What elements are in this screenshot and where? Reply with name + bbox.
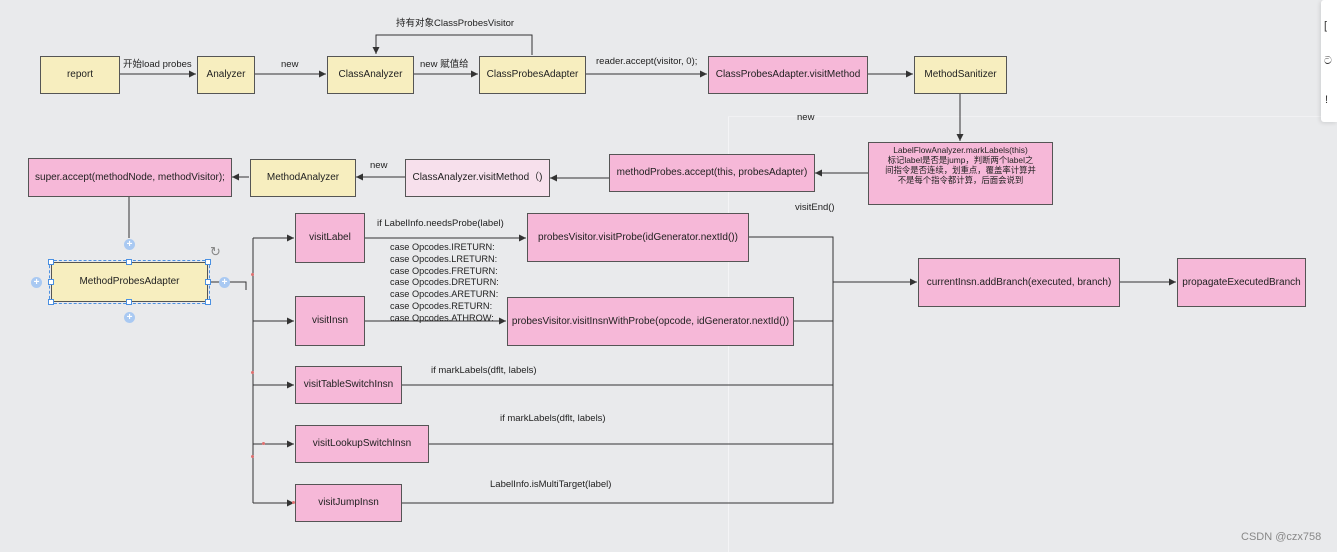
node-visit-lookup-switch[interactable]: visitLookupSwitchInsn bbox=[295, 425, 429, 463]
resize-handle[interactable] bbox=[126, 299, 132, 305]
rotate-icon[interactable]: ↻ bbox=[210, 244, 221, 259]
edge-holds-visitor bbox=[372, 34, 533, 55]
node-label: Analyzer bbox=[206, 69, 246, 81]
connection-point bbox=[292, 501, 295, 504]
node-label: visitLabel bbox=[309, 232, 351, 244]
edge-label-new: new bbox=[281, 59, 299, 70]
edge-label-reader-accept: reader.accept(visitor, 0); bbox=[596, 56, 698, 67]
resize-handle[interactable] bbox=[48, 259, 54, 265]
side-panel-glyph[interactable]: ට bbox=[1324, 55, 1332, 67]
resize-handle[interactable] bbox=[205, 299, 211, 305]
connection-point bbox=[251, 371, 254, 374]
node-label: visitJumpInsn bbox=[318, 497, 379, 509]
resize-handle[interactable] bbox=[48, 299, 54, 305]
node-method-analyzer[interactable]: MethodAnalyzer bbox=[250, 159, 356, 197]
node-analyzer[interactable]: Analyzer bbox=[197, 56, 255, 94]
node-method-sanitizer[interactable]: MethodSanitizer bbox=[914, 56, 1007, 94]
node-cpa-visit-method[interactable]: ClassProbesAdapter.visitMethod bbox=[708, 56, 868, 94]
edge-label-is-multi-target: LabelInfo.isMultiTarget(label) bbox=[490, 479, 612, 490]
edge-label-needs-probe: if LabelInfo.needsProbe(label) bbox=[377, 218, 504, 229]
edge-jump-branch bbox=[402, 282, 834, 504]
node-visit-insn-with-probe[interactable]: probesVisitor.visitInsnWithProbe(opcode,… bbox=[507, 297, 794, 346]
edge-label-holds-visitor: 持有对象ClassProbesVisitor bbox=[396, 18, 515, 29]
side-panel-glyph[interactable]: [ bbox=[1324, 20, 1328, 32]
case-line: case Opcodes.ARETURN: bbox=[390, 289, 499, 300]
edge-insnwithprobe-branch bbox=[794, 282, 834, 322]
node-label: propagateExecutedBranch bbox=[1182, 276, 1301, 288]
node-label: currentInsn.addBranch(executed, branch) bbox=[926, 276, 1112, 288]
node-label: MethodProbesAdapter bbox=[79, 276, 180, 288]
edge-label-mark-labels: if markLabels(dflt, labels) bbox=[431, 365, 537, 376]
node-visit-insn[interactable]: visitInsn bbox=[295, 296, 365, 346]
node-label: visitTableSwitchInsn bbox=[303, 379, 394, 391]
node-label: methodProbes.accept(this, probesAdapter) bbox=[616, 167, 808, 179]
note-line: LabelFlowAnalyzer.markLabels(this) bbox=[893, 145, 1028, 155]
add-connector-plus-icon[interactable]: + bbox=[31, 277, 42, 288]
connection-point bbox=[251, 273, 254, 276]
case-line: case Opcodes.DRETURN: bbox=[390, 277, 499, 288]
node-report[interactable]: report bbox=[40, 56, 120, 94]
resize-handle[interactable] bbox=[126, 259, 132, 265]
edge-label-new: new bbox=[370, 160, 388, 171]
add-connector-plus-icon[interactable]: + bbox=[124, 312, 135, 323]
node-method-probes-accept[interactable]: methodProbes.accept(this, probesAdapter) bbox=[609, 154, 815, 192]
edge-label-start-load-probes: 开始load probes bbox=[123, 59, 192, 70]
node-label: super.accept(methodNode, methodVisitor); bbox=[35, 171, 225, 183]
node-visit-table-switch[interactable]: visitTableSwitchInsn bbox=[295, 366, 402, 404]
node-label: ClassAnalyzer.visitMethod（) bbox=[412, 172, 543, 184]
case-line: case Opcodes.FRETURN: bbox=[390, 265, 498, 276]
node-ca-visit-method[interactable]: ClassAnalyzer.visitMethod（) bbox=[405, 159, 550, 197]
side-panel-glyph[interactable]: ! bbox=[1325, 94, 1329, 106]
watermark: CSDN @czx758 bbox=[1241, 531, 1322, 543]
node-label: MethodAnalyzer bbox=[266, 172, 340, 184]
node-add-branch[interactable]: currentInsn.addBranch(executed, branch) bbox=[918, 258, 1120, 307]
node-propagate-executed-branch[interactable]: propagateExecutedBranch bbox=[1177, 258, 1306, 307]
edge-visitprobe-branch bbox=[749, 236, 834, 282]
node-super-accept[interactable]: super.accept(methodNode, methodVisitor); bbox=[28, 158, 232, 197]
note-line: 不是每个指令都计算，后面会说到 bbox=[897, 174, 1024, 185]
side-panel[interactable]: [ ට ! bbox=[1321, 0, 1337, 122]
node-method-probes-adapter[interactable]: MethodProbesAdapter bbox=[49, 260, 210, 304]
connection-point bbox=[262, 442, 265, 445]
note-line: 标记label是否是jump，判断两个label之 bbox=[887, 154, 1034, 165]
resize-handle[interactable] bbox=[48, 279, 54, 285]
node-label-flow-analyzer[interactable]: LabelFlowAnalyzer.markLabels(this) 标记lab… bbox=[868, 142, 1053, 205]
edge-label-cases: case Opcodes.IRETURN: case Opcodes.LRETU… bbox=[390, 242, 499, 325]
node-visit-label[interactable]: visitLabel bbox=[295, 213, 365, 263]
add-connector-plus-icon[interactable]: + bbox=[124, 239, 135, 250]
note-line: 间指令是否连续，划重点，覆盖率计算并 bbox=[885, 164, 1036, 175]
edge-label-mark-labels: if markLabels(dflt, labels) bbox=[500, 413, 606, 424]
edge-label-visit-end: visitEnd() bbox=[795, 202, 835, 213]
node-label: visitInsn bbox=[311, 315, 349, 327]
resize-handle[interactable] bbox=[205, 259, 211, 265]
node-label: ClassAnalyzer bbox=[338, 69, 403, 81]
node-class-probes-adapter[interactable]: ClassProbesAdapter bbox=[479, 56, 586, 94]
node-label: report bbox=[66, 69, 94, 81]
node-label: visitLookupSwitchInsn bbox=[312, 438, 412, 450]
node-label: probesVisitor.visitInsnWithProbe(opcode,… bbox=[511, 315, 790, 327]
node-visit-jump[interactable]: visitJumpInsn bbox=[295, 484, 402, 522]
connection-point bbox=[251, 455, 254, 458]
case-line: case Opcodes.ATHROW: bbox=[390, 312, 494, 323]
node-label: MethodSanitizer bbox=[924, 69, 997, 81]
node-class-analyzer[interactable]: ClassAnalyzer bbox=[327, 56, 414, 94]
alignment-guide bbox=[728, 116, 1337, 117]
case-line: case Opcodes.LRETURN: bbox=[390, 253, 498, 264]
add-connector-plus-icon[interactable]: + bbox=[219, 277, 230, 288]
node-label: probesVisitor.visitProbe(idGenerator.nex… bbox=[538, 231, 738, 243]
case-line: case Opcodes.RETURN: bbox=[390, 300, 493, 311]
node-label: ClassProbesAdapter bbox=[486, 69, 579, 81]
node-visit-probe[interactable]: probesVisitor.visitProbe(idGenerator.nex… bbox=[527, 213, 749, 262]
edge-label-new-assign: new 赋值给 bbox=[420, 59, 469, 70]
case-line: case Opcodes.IRETURN: bbox=[390, 242, 495, 252]
resize-handle[interactable] bbox=[205, 279, 211, 285]
edge-label-new: new bbox=[797, 112, 815, 123]
node-label: ClassProbesAdapter.visitMethod bbox=[715, 69, 861, 81]
